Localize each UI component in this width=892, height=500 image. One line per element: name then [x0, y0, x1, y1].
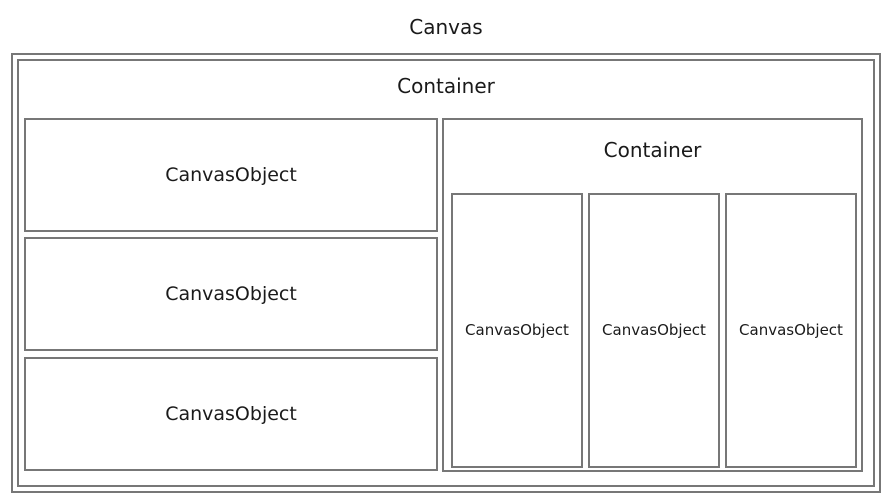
canvas-object-right-2: CanvasObject [588, 193, 720, 468]
canvas-object-right-1: CanvasObject [451, 193, 583, 468]
canvas-object-label: CanvasObject [739, 321, 843, 339]
canvas-object-label: CanvasObject [602, 321, 706, 339]
canvas-object-right-3: CanvasObject [725, 193, 857, 468]
container-main-label: Container [397, 74, 495, 98]
canvas-object-label: CanvasObject [465, 321, 569, 339]
canvas-object-label: CanvasObject [165, 164, 297, 186]
canvas-label: Canvas [409, 15, 483, 39]
canvas-object-left-1: CanvasObject [24, 118, 438, 232]
canvas-object-label: CanvasObject [165, 403, 297, 425]
canvas-object-left-3: CanvasObject [24, 357, 438, 471]
container-nested-label: Container [603, 138, 702, 162]
canvas-object-left-2: CanvasObject [24, 237, 438, 351]
canvas-object-label: CanvasObject [165, 283, 297, 305]
